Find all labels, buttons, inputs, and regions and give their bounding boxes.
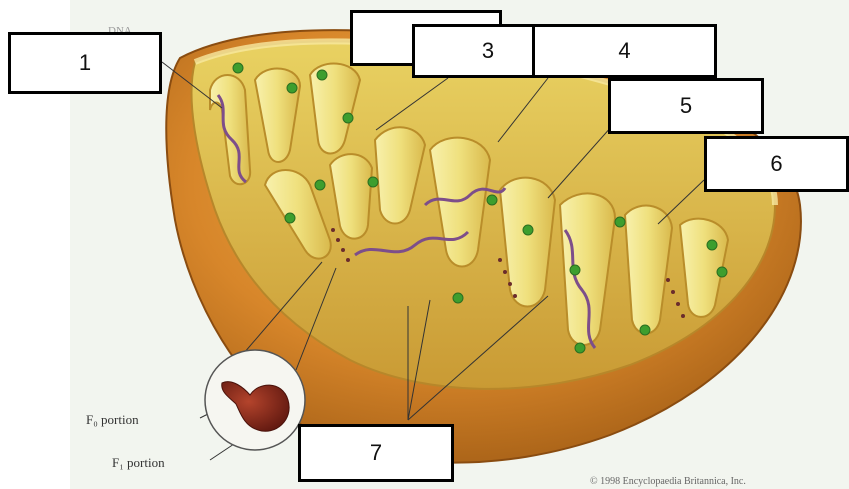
label-box-6: 6: [704, 136, 849, 192]
label-3-text: 3: [482, 38, 494, 64]
particle: [498, 258, 502, 262]
particle: [336, 238, 340, 242]
particle: [513, 294, 517, 298]
ribosome-dot: [317, 70, 327, 80]
label-box-1: 1: [8, 32, 162, 94]
particle: [346, 258, 350, 262]
ribosome-dot: [453, 293, 463, 303]
label-box-4: 4: [532, 24, 717, 78]
f0-portion-label: F₀ portion: [86, 412, 139, 427]
label-7-text: 7: [370, 440, 382, 466]
ribosome-dot: [487, 195, 497, 205]
ribosome-dot: [523, 225, 533, 235]
ribosome-dot: [343, 113, 353, 123]
ribosome-dot: [575, 343, 585, 353]
ribosome-dot: [233, 63, 243, 73]
particle: [681, 314, 685, 318]
ribosome-dot: [570, 265, 580, 275]
label-box-7: 7: [298, 424, 454, 482]
ribosome-dot: [285, 213, 295, 223]
ribosome-dot: [615, 217, 625, 227]
particle: [671, 290, 675, 294]
ribosome-dot: [717, 267, 727, 277]
particle: [666, 278, 670, 282]
ribosome-dot: [640, 325, 650, 335]
copyright-credit: © 1998 Encyclopaedia Britannica, Inc.: [590, 476, 746, 487]
f1-portion-label: F₁ portion: [112, 455, 165, 470]
ribosome-dot: [287, 83, 297, 93]
particle: [503, 270, 507, 274]
label-6-text: 6: [770, 151, 782, 177]
ribosome-dot: [368, 177, 378, 187]
particle: [508, 282, 512, 286]
particle: [341, 248, 345, 252]
ribosome-dot: [707, 240, 717, 250]
particle: [331, 228, 335, 232]
label-5-text: 5: [680, 93, 692, 119]
label-box-5: 5: [608, 78, 764, 134]
label-1-text: 1: [79, 50, 91, 76]
ribosome-dot: [315, 180, 325, 190]
label-4-text: 4: [618, 38, 630, 64]
particle: [676, 302, 680, 306]
